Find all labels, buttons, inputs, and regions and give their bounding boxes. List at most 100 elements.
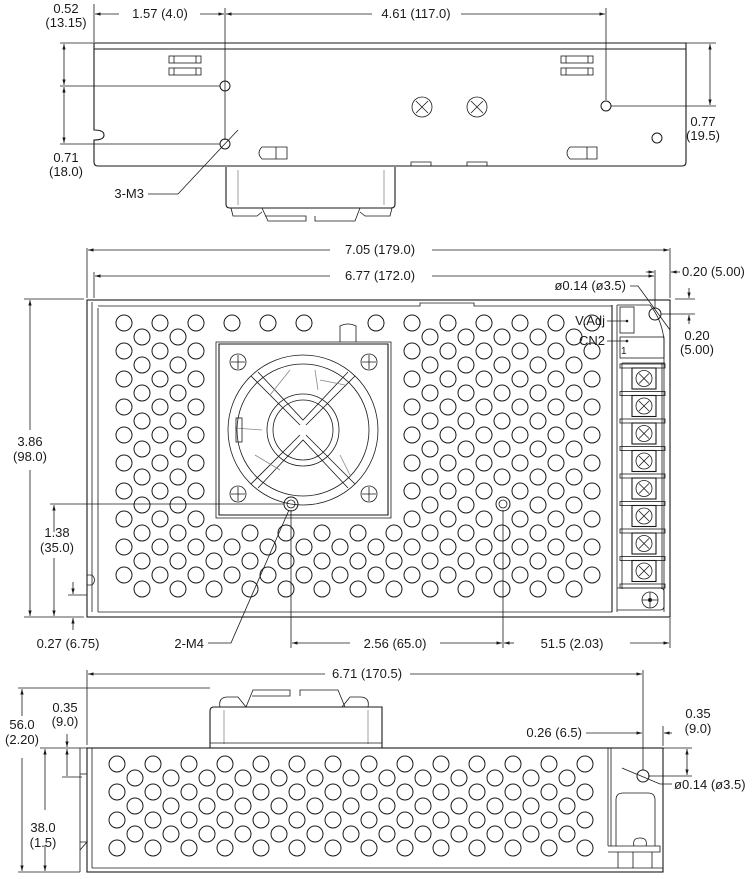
tab bbox=[258, 146, 288, 160]
vent-hole bbox=[439, 454, 457, 472]
vent-hole bbox=[151, 482, 169, 500]
dim-overall-width: 7.05 (179.0) bbox=[345, 242, 415, 257]
vent-hole bbox=[493, 328, 511, 346]
vent-hole bbox=[547, 510, 565, 528]
vent-slot-group-left bbox=[168, 55, 202, 76]
vent-hole bbox=[115, 314, 133, 332]
vent-hole bbox=[187, 370, 205, 388]
vent-hole bbox=[180, 755, 198, 773]
vent-hole bbox=[583, 482, 601, 500]
vent-hole bbox=[511, 314, 529, 332]
vent-hole bbox=[565, 468, 583, 486]
vent-hole bbox=[414, 797, 432, 815]
vent-hole bbox=[565, 524, 583, 542]
dim-mount-hole-y: 1.38 bbox=[44, 525, 69, 540]
vent-hole bbox=[475, 510, 493, 528]
vent-hole bbox=[457, 356, 475, 374]
vent-hole bbox=[547, 314, 565, 332]
vent-hole bbox=[457, 412, 475, 430]
vent-hole bbox=[511, 510, 529, 528]
vent-hole bbox=[324, 839, 342, 857]
vent-hole bbox=[108, 783, 126, 801]
screw-icon bbox=[466, 96, 488, 118]
vent-hole bbox=[439, 314, 457, 332]
vent-hole bbox=[306, 797, 324, 815]
top-view: 1.57 (4.0) 4.61 (117.0) 0.52 (13.15) 0.7… bbox=[45, 1, 720, 222]
vent-hole bbox=[385, 552, 403, 570]
vent-hole bbox=[403, 510, 421, 528]
terminal-screw-icon bbox=[619, 528, 666, 555]
vent-hole bbox=[493, 356, 511, 374]
vent-hole bbox=[583, 426, 601, 444]
vent-hole bbox=[259, 314, 277, 332]
vent-hole bbox=[223, 314, 241, 332]
vent-hole bbox=[349, 524, 367, 542]
vent-hole bbox=[439, 342, 457, 360]
vent-hole bbox=[504, 783, 522, 801]
vent-hole bbox=[277, 580, 295, 598]
vent-hole bbox=[324, 783, 342, 801]
vent-hole bbox=[457, 524, 475, 542]
dim-hole-to-edge: 51.5 (2.03) bbox=[541, 636, 604, 651]
vent-hole bbox=[133, 440, 151, 458]
vent-hole bbox=[486, 825, 504, 843]
vent-hole bbox=[540, 839, 558, 857]
vent-hole bbox=[151, 426, 169, 444]
vent-hole bbox=[475, 398, 493, 416]
label-vadj: V.Adj bbox=[575, 313, 605, 328]
vent-hole bbox=[108, 839, 126, 857]
vent-hole bbox=[115, 342, 133, 360]
dim-hole-from-end: 0.26 (6.5) bbox=[526, 725, 582, 740]
vent-hole bbox=[504, 839, 522, 857]
vent-hole bbox=[457, 328, 475, 346]
vent-hole bbox=[583, 566, 601, 584]
vent-hole bbox=[493, 412, 511, 430]
vent-hole bbox=[180, 783, 198, 801]
vent-hole bbox=[396, 839, 414, 857]
vent-hole bbox=[169, 356, 187, 374]
vent-hole bbox=[180, 839, 198, 857]
vent-hole bbox=[151, 454, 169, 472]
vent-hole bbox=[115, 426, 133, 444]
vent-hole bbox=[270, 797, 288, 815]
vent-hole bbox=[583, 510, 601, 528]
vent-hole bbox=[144, 783, 162, 801]
vent-hole bbox=[529, 580, 547, 598]
vent-hole bbox=[583, 398, 601, 416]
terminal-screw-icon bbox=[633, 837, 647, 847]
vent-hole bbox=[457, 496, 475, 514]
vent-hole bbox=[126, 769, 144, 787]
side-view: 6.71 (170.5) 56.0 (2.20) 38.0 (1.5) 0.35… bbox=[5, 666, 746, 873]
vent-hole bbox=[252, 839, 270, 857]
vent-hole bbox=[529, 328, 547, 346]
dim-corner-x: 0.20 (5.00) bbox=[682, 264, 745, 279]
dim-total-height-in: (2.20) bbox=[5, 732, 39, 747]
vent-hole bbox=[378, 825, 396, 843]
vent-hole bbox=[115, 370, 133, 388]
vent-hole bbox=[540, 811, 558, 829]
vent-hole bbox=[432, 755, 450, 773]
vent-hole bbox=[108, 811, 126, 829]
vent-hole bbox=[144, 811, 162, 829]
dim-hole-x: 6.71 (170.5) bbox=[332, 666, 402, 681]
vent-hole bbox=[223, 566, 241, 584]
dim-right-hole-y: 0.77 bbox=[690, 114, 715, 129]
vent-hole bbox=[288, 839, 306, 857]
vent-hole bbox=[439, 370, 457, 388]
vent-hole bbox=[187, 398, 205, 416]
vent-hole bbox=[295, 538, 313, 556]
vent-hole bbox=[205, 580, 223, 598]
vent-hole bbox=[108, 755, 126, 773]
vent-hole bbox=[583, 370, 601, 388]
vent-hole bbox=[234, 825, 252, 843]
vent-hole bbox=[403, 454, 421, 472]
vent-hole bbox=[504, 811, 522, 829]
vent-hole bbox=[450, 825, 468, 843]
vent-hole bbox=[475, 314, 493, 332]
vent-hole bbox=[270, 769, 288, 787]
vent-hole bbox=[223, 538, 241, 556]
vent-hole bbox=[421, 440, 439, 458]
vent-hole bbox=[450, 797, 468, 815]
label-cn2: CN2 bbox=[579, 333, 605, 348]
vent-hole bbox=[205, 552, 223, 570]
